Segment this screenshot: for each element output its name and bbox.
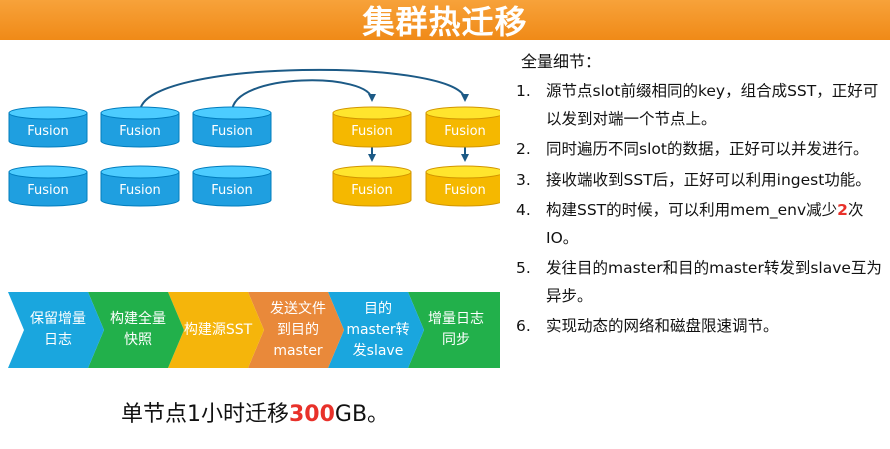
detail-text: 构建SST的时候，可以利用mem_env减少2次IO。 — [546, 197, 886, 252]
detail-number: 6. — [516, 317, 531, 335]
fusion-node: Fusion — [100, 165, 180, 207]
detail-text: 接收端收到SST后，正好可以利用ingest功能。 — [546, 170, 871, 189]
pipeline-step-label: 目的 master转 发slave — [346, 300, 410, 359]
node-top — [332, 165, 412, 179]
pipeline-step-label: 构建源SST — [183, 321, 253, 338]
node-label: Fusion — [444, 124, 486, 139]
details-title: 全量细节： — [521, 52, 602, 71]
pipeline-step: 目的 master转 发slave — [328, 292, 424, 368]
detail-number: 2. — [516, 140, 531, 158]
node-top — [425, 106, 500, 120]
pipeline-step: 保留增量 日志 — [8, 292, 104, 368]
cluster-diagram: FusionFusionFusionFusionFusionFusionFusi… — [8, 68, 500, 207]
node-top — [100, 106, 180, 120]
detail-text-before: 构建SST的时候，可以利用mem_env减少 — [546, 201, 838, 219]
pipeline-step: 构建全量 快照 — [88, 292, 184, 368]
detail-number: 4. — [516, 201, 531, 219]
detail-number: 3. — [516, 170, 531, 189]
detail-highlight: 2 — [837, 201, 848, 219]
node-body — [100, 171, 180, 207]
pipeline-step: 构建源SST — [168, 292, 264, 368]
node-top — [425, 165, 500, 179]
detail-number: 1. — [516, 82, 531, 100]
node-label: Fusion — [27, 124, 69, 139]
pipeline-step: 发送文件 到目的 master — [248, 292, 344, 368]
detail-item: 6. 实现动态的网络和磁盘限速调节。 — [516, 313, 886, 341]
node-top — [192, 106, 272, 120]
node-top — [8, 106, 88, 120]
node-label: Fusion — [211, 183, 253, 198]
node-label: Fusion — [211, 124, 253, 139]
node-label: Fusion — [444, 183, 486, 198]
node-body — [192, 112, 272, 148]
throughput-prefix: 单节点1小时迁移 — [120, 402, 289, 427]
throughput-summary: 单节点1小时迁移300GB。 — [0, 396, 510, 428]
node-label: Fusion — [351, 124, 393, 139]
node-label: Fusion — [119, 124, 161, 139]
node-label: Fusion — [351, 183, 393, 198]
fusion-node: Fusion — [100, 106, 180, 148]
migration-arrow — [231, 79, 376, 113]
detail-text: 源节点slot前缀相同的key，组合成SST，正好可以发到对端一个节点上。 — [546, 82, 879, 128]
fusion-node: Fusion — [425, 106, 500, 148]
migration-arrow — [139, 68, 469, 113]
fusion-node: Fusion — [332, 165, 412, 207]
node-body — [100, 112, 180, 148]
node-label: Fusion — [119, 183, 161, 198]
fusion-node: Fusion — [425, 165, 500, 207]
node-body — [8, 171, 88, 207]
node-top — [332, 106, 412, 120]
node-body — [332, 171, 412, 207]
node-label: Fusion — [27, 183, 69, 198]
detail-text: 同时遍历不同slot的数据，正好可以并发进行。 — [546, 140, 869, 158]
fusion-node: Fusion — [192, 165, 272, 207]
node-body — [332, 112, 412, 148]
page-title: 集群热迁移 — [362, 3, 528, 41]
node-body — [8, 112, 88, 148]
throughput-value: 300 — [288, 402, 335, 427]
detail-list: 1. 源节点slot前缀相同的key，组合成SST，正好可以发到对端一个节点上。… — [516, 78, 886, 344]
node-top — [8, 165, 88, 179]
detail-text: 实现动态的网络和磁盘限速调节。 — [546, 317, 779, 335]
node-body — [192, 171, 272, 207]
pipeline-step-label: 增量日志 同步 — [428, 311, 484, 348]
pipeline-step-label: 构建全量 快照 — [110, 311, 166, 348]
detail-item: 3. 接收端收到SST后，正好可以利用ingest功能。 — [516, 167, 886, 195]
node-body — [425, 171, 500, 207]
detail-item: 2. 同时遍历不同slot的数据，正好可以并发进行。 — [516, 136, 886, 164]
detail-text: 发往目的master和目的master转发到slave互为异步。 — [546, 259, 882, 305]
detail-item: 4. 构建SST的时候，可以利用mem_env减少2次IO。 — [516, 197, 886, 252]
pipeline-step-label: 发送文件 到目的 master — [270, 300, 326, 359]
pipeline-step-label: 保留增量 日志 — [30, 311, 86, 348]
node-body — [425, 112, 500, 148]
fusion-node: Fusion — [192, 106, 272, 148]
node-top — [192, 165, 272, 179]
detail-text-after: 次IO。 — [546, 201, 864, 247]
detail-number: 5. — [516, 259, 531, 277]
node-top — [100, 165, 180, 179]
detail-item: 1. 源节点slot前缀相同的key，组合成SST，正好可以发到对端一个节点上。 — [516, 78, 886, 133]
detail-item: 5. 发往目的master和目的master转发到slave互为异步。 — [516, 255, 886, 310]
fusion-node: Fusion — [8, 106, 88, 148]
throughput-suffix: GB。 — [334, 402, 390, 427]
fusion-node: Fusion — [8, 165, 88, 207]
fusion-node: Fusion — [332, 106, 412, 148]
title-bar: 集群热迁移 — [0, 0, 890, 41]
